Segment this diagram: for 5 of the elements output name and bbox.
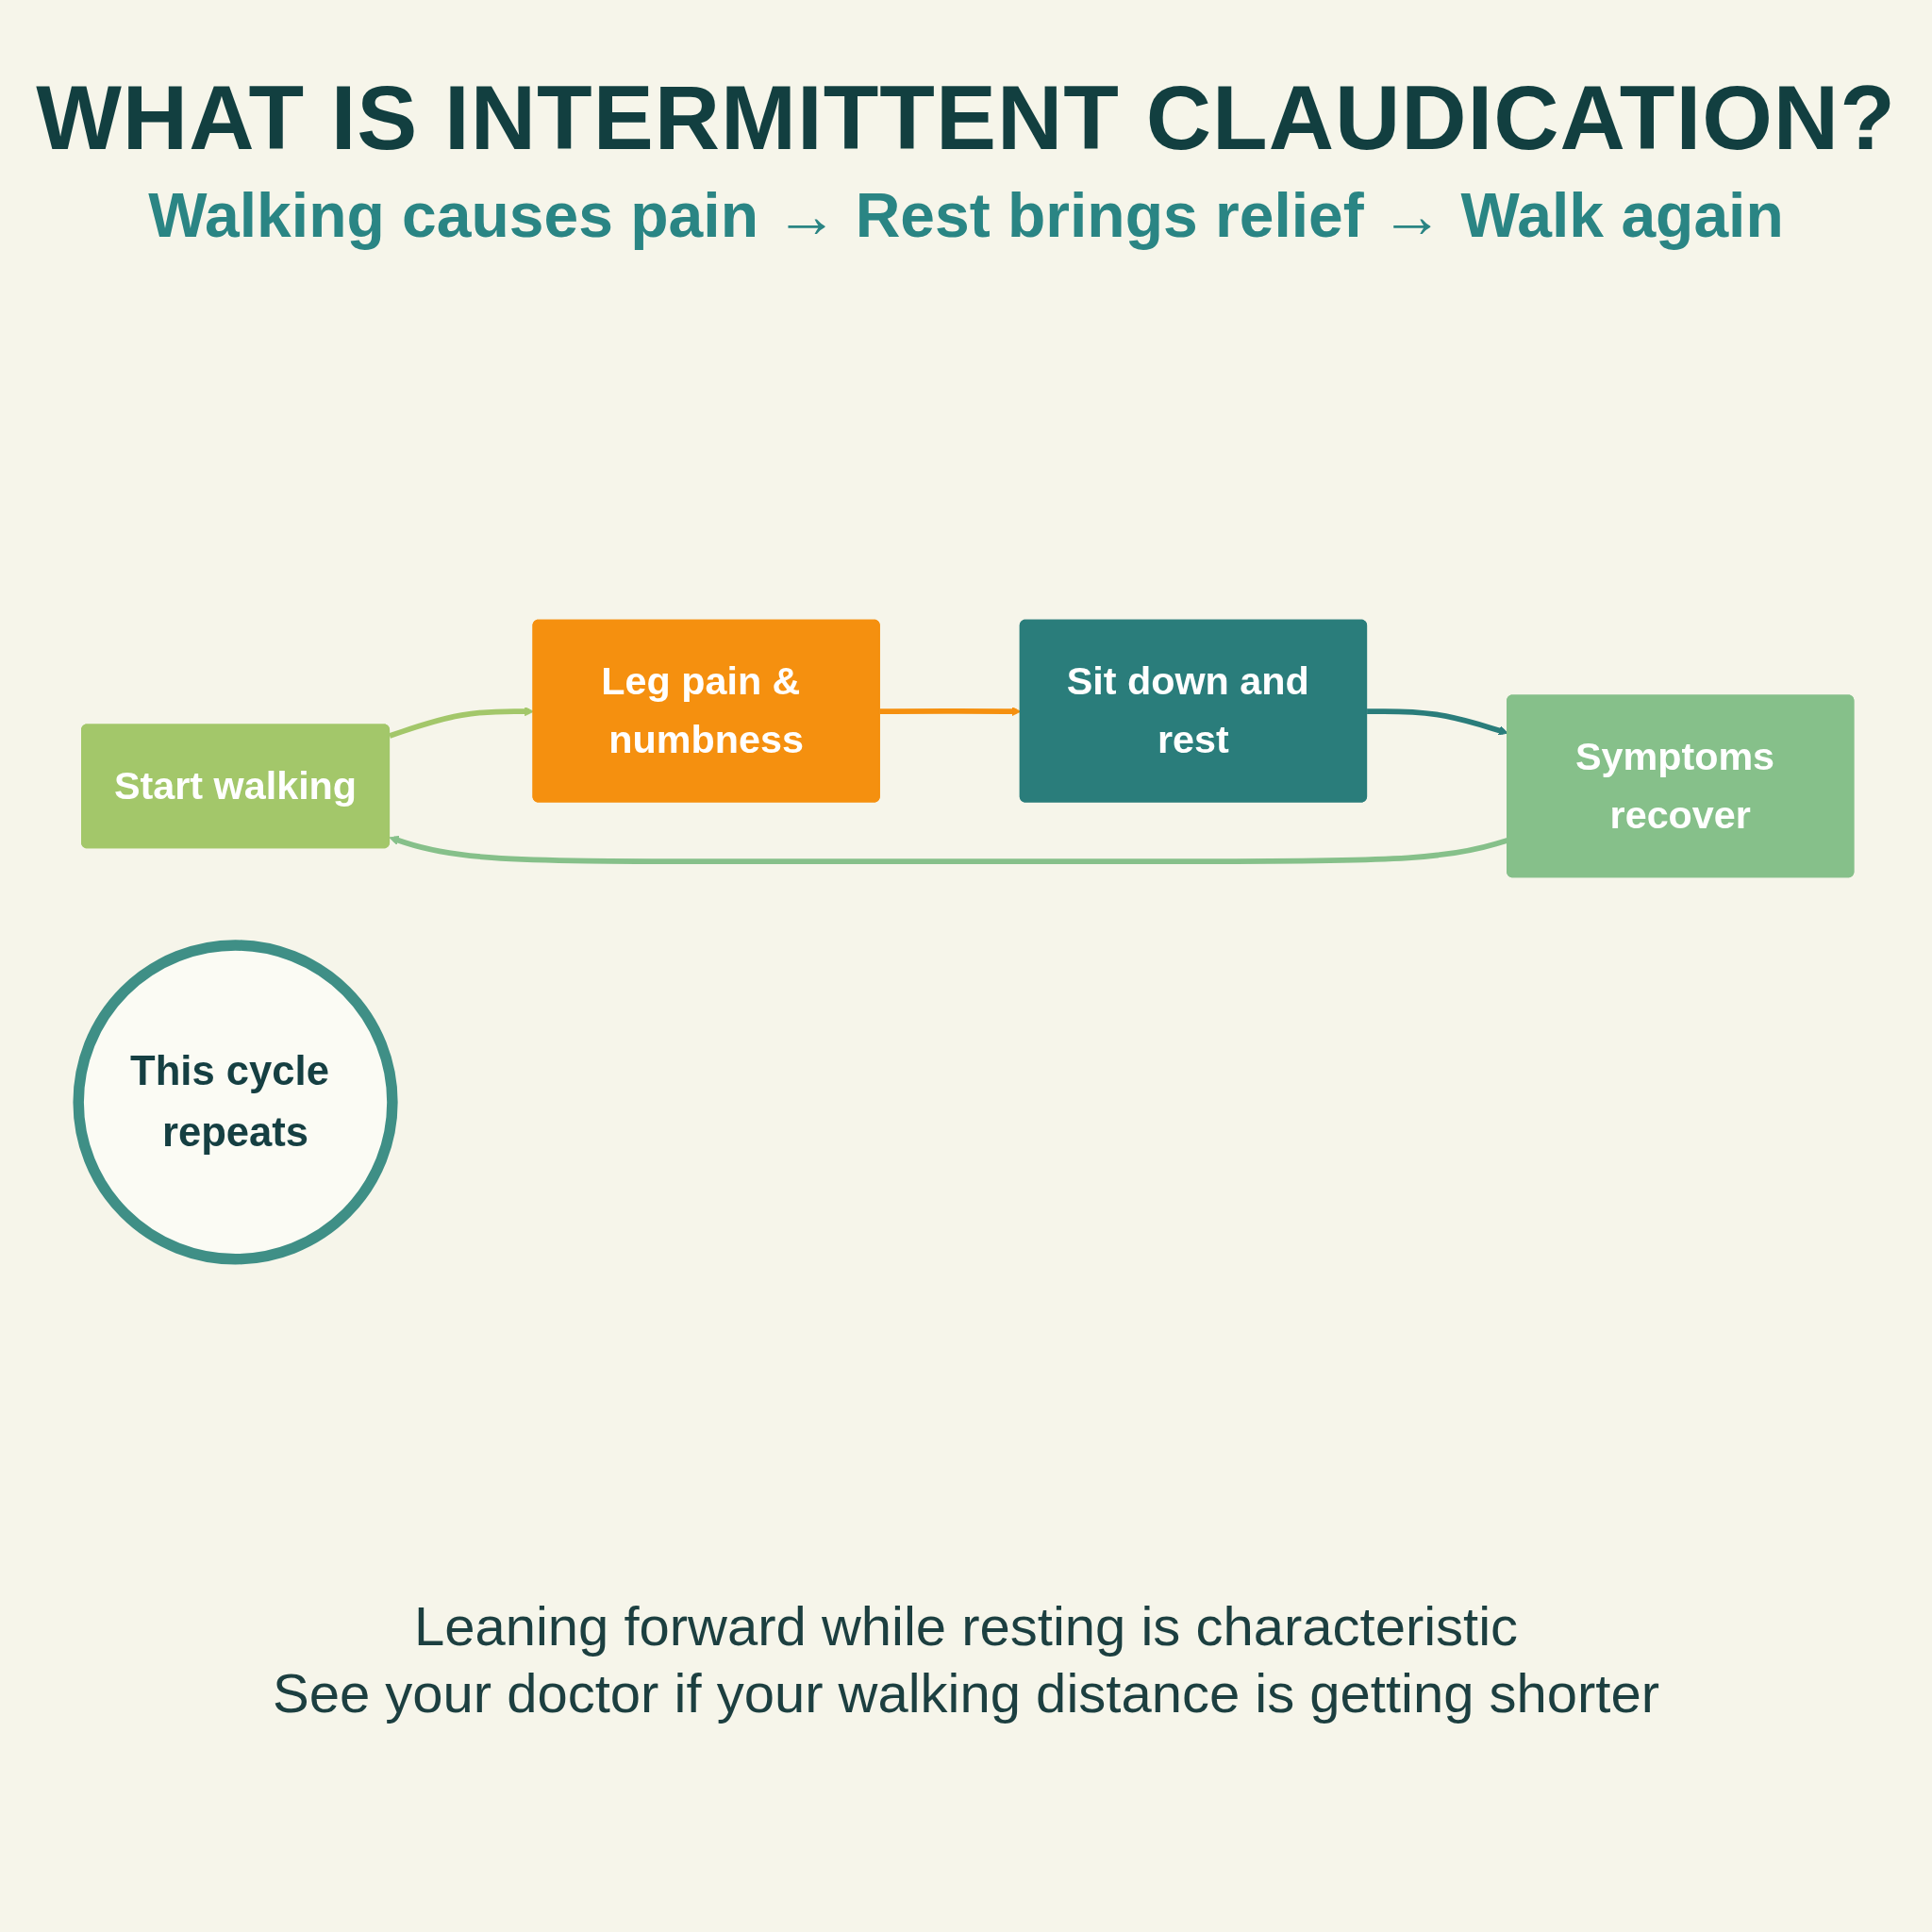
node-circle: This cycle repeats [73, 940, 398, 1265]
title: WHAT IS INTERMITTENT CLAUDICATION? [36, 66, 1896, 170]
subtitle: Walking causes pain → Rest brings relief → Walk again [148, 179, 1784, 251]
note-text: Leaning forward while resting is characteristic [412, 1594, 1520, 1657]
note-text: See your doctor if your walking distance is getting shorter [272, 1661, 1660, 1724]
